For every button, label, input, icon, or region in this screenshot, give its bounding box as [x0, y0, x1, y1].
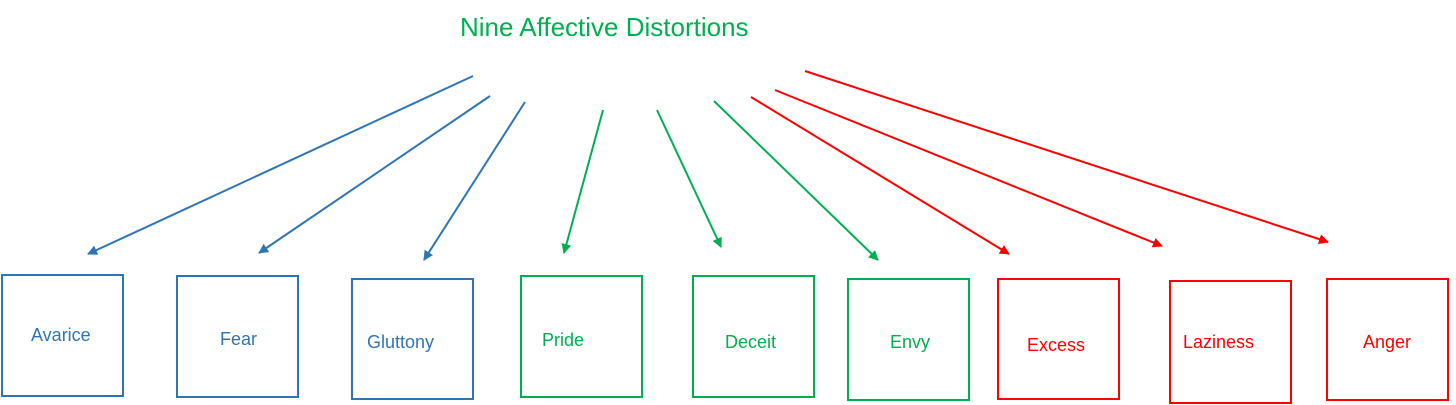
box-label-pride: Pride — [542, 330, 585, 350]
arrow-to-anger — [804, 70, 1329, 244]
box-label-envy: Envy — [890, 332, 931, 352]
arrow-to-pride — [561, 109, 604, 254]
box-anger: Anger — [1326, 278, 1449, 401]
box-label-avarice: Avarice — [31, 325, 91, 345]
box-label-fear: Fear — [220, 329, 258, 349]
box-label-excess: Excess — [1027, 335, 1086, 355]
box-deceit: Deceit — [692, 275, 815, 398]
arrow-to-laziness — [774, 89, 1163, 248]
box-excess: Excess — [997, 278, 1120, 400]
box-envy: Envy — [847, 278, 970, 401]
diagram-title: Nine Affective Distortions — [460, 12, 749, 42]
box-label-anger: Anger — [1363, 332, 1412, 352]
box-laziness: Laziness — [1169, 280, 1292, 404]
arrow-to-gluttony — [423, 101, 526, 261]
arrow-to-fear — [258, 95, 491, 254]
box-pride: Pride — [520, 275, 643, 398]
arrow-to-envy — [713, 100, 879, 261]
arrow-to-avarice — [87, 75, 474, 255]
box-avarice: Avarice — [1, 274, 124, 397]
box-label-gluttony: Gluttony — [367, 332, 435, 352]
box-fear: Fear — [176, 275, 299, 398]
box-label-laziness: Laziness — [1183, 332, 1255, 352]
box-gluttony: Gluttony — [351, 278, 474, 400]
box-label-deceit: Deceit — [725, 332, 777, 352]
arrow-to-deceit — [656, 109, 722, 248]
arrow-to-excess — [750, 96, 1010, 255]
